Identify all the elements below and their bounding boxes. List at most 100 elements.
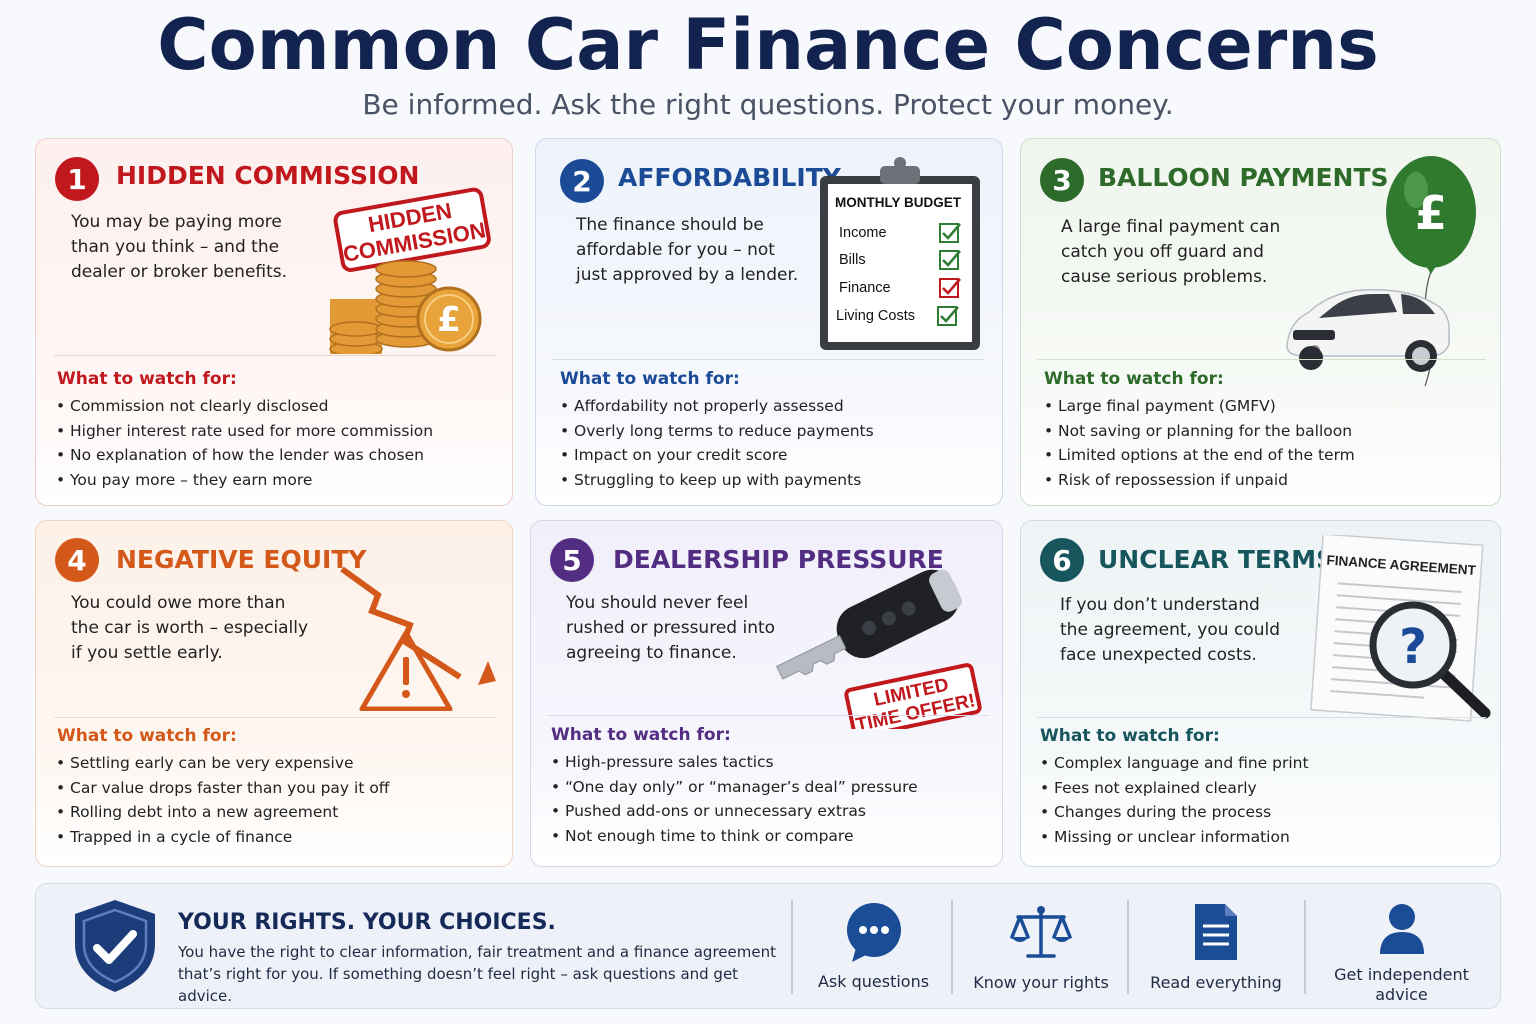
coin-stack-pound-icon: HIDDEN COMMISSION £ xyxy=(329,187,491,354)
card-number: 4 xyxy=(55,538,99,582)
list-item: Trapped in a cycle of finance xyxy=(56,825,390,850)
car-key-icon: LIMITED TIME OFFER! xyxy=(775,569,982,729)
document-magnifier-icon: FINANCE AGREEMENT ? xyxy=(1310,535,1491,722)
clipboard-row: Living Costs xyxy=(836,308,915,324)
list-item: Affordability not properly assessed xyxy=(560,394,874,419)
divider xyxy=(54,355,496,356)
action-label: Read everything xyxy=(1150,973,1282,992)
card-title: NEGATIVE EQUITY xyxy=(116,545,367,574)
list-item: You pay more – they earn more xyxy=(56,468,433,493)
card-description: You should never feel rushed or pressure… xyxy=(566,593,776,663)
list-item: Car value drops faster than you pay it o… xyxy=(56,776,390,801)
watch-list: Settling early can be very expensive Car… xyxy=(56,751,390,849)
downward-arrow-warning-icon xyxy=(340,566,496,711)
card-balloon-payments: 3 BALLOON PAYMENTS A large final payment… xyxy=(1020,138,1501,506)
action-know-your-rights[interactable]: Know your rights xyxy=(961,904,1121,993)
rights-text: You have the right to clear information,… xyxy=(178,943,776,1005)
list-item: Commission not clearly disclosed xyxy=(56,394,433,419)
list-item: Complex language and fine print xyxy=(1040,751,1309,776)
card-number: 5 xyxy=(550,538,594,582)
scales-icon xyxy=(1010,906,1072,958)
speech-bubble-icon xyxy=(846,903,901,962)
svg-text:£: £ xyxy=(437,300,461,340)
watch-heading: What to watch for: xyxy=(551,725,731,745)
card-unclear-terms: 6 UNCLEAR TERMS If you don’t understand … xyxy=(1020,520,1501,867)
list-item: Large final payment (GMFV) xyxy=(1044,394,1355,419)
watch-list: Large final payment (GMFV) Not saving or… xyxy=(1044,394,1355,492)
watch-heading: What to watch for: xyxy=(57,726,237,746)
card-affordability: 2 AFFORDABILITY The finance should be af… xyxy=(535,138,1003,506)
action-label: Ask questions xyxy=(817,972,930,991)
list-item: Struggling to keep up with payments xyxy=(560,468,874,493)
card-title: BALLOON PAYMENTS xyxy=(1098,163,1389,192)
watch-list: Commission not clearly disclosed Higher … xyxy=(56,394,433,492)
watch-list: High-pressure sales tactics “One day onl… xyxy=(551,750,918,848)
watch-heading: What to watch for: xyxy=(57,369,237,389)
card-number: 1 xyxy=(55,157,99,201)
divider xyxy=(951,900,953,994)
shield-check-icon xyxy=(75,900,155,992)
card-dealership-pressure: 5 DEALERSHIP PRESSURE You should never f… xyxy=(530,520,1003,867)
person-icon xyxy=(1379,904,1424,954)
page-title: Common Car Finance Concerns xyxy=(157,4,1379,86)
balloon-symbol: £ xyxy=(1415,186,1447,240)
document-icon xyxy=(1195,904,1237,960)
list-item: Fees not explained clearly xyxy=(1040,776,1309,801)
svg-text:?: ? xyxy=(1399,619,1427,675)
list-item: Impact on your credit score xyxy=(560,443,874,468)
action-label: Get independent advice xyxy=(1334,965,1469,1004)
list-item: High-pressure sales tactics xyxy=(551,750,918,775)
action-read-everything[interactable]: Read everything xyxy=(1136,902,1296,993)
list-item: Overly long terms to reduce payments xyxy=(560,419,874,444)
clipboard-budget-icon: MONTHLY BUDGET Income Bills Finance Livi… xyxy=(820,157,980,350)
car-balloon-icon: £ xyxy=(1286,156,1476,387)
clipboard-row: Bills xyxy=(839,252,866,268)
card-title: DEALERSHIP PRESSURE xyxy=(613,545,944,574)
list-item: Limited options at the end of the term xyxy=(1044,443,1355,468)
list-item: Missing or unclear information xyxy=(1040,825,1309,850)
list-item: No explanation of how the lender was cho… xyxy=(56,443,433,468)
card-title: UNCLEAR TERMS xyxy=(1098,545,1335,574)
list-item: “One day only” or “manager’s deal” press… xyxy=(551,775,918,800)
watch-list: Complex language and fine print Fees not… xyxy=(1040,751,1309,849)
divider xyxy=(1037,717,1486,718)
card-number: 2 xyxy=(560,159,604,203)
card-description: You could owe more than the car is worth… xyxy=(71,593,309,663)
card-description: The finance should be affordable for you… xyxy=(576,215,799,285)
card-number: 3 xyxy=(1040,158,1084,202)
clipboard-row: Income xyxy=(839,225,887,241)
card-description: A large final payment can catch you off … xyxy=(1061,217,1281,287)
watch-heading: What to watch for: xyxy=(560,369,740,389)
list-item: Not enough time to think or compare xyxy=(551,824,918,849)
action-ask-questions[interactable]: Ask questions xyxy=(801,902,946,992)
rights-banner: YOUR RIGHTS. YOUR CHOICES. You have the … xyxy=(35,883,1501,1009)
divider xyxy=(1037,359,1486,360)
divider xyxy=(547,715,989,716)
rights-title: YOUR RIGHTS. YOUR CHOICES. xyxy=(178,910,556,935)
divider xyxy=(552,359,984,360)
list-item: Changes during the process xyxy=(1040,800,1309,825)
divider xyxy=(1304,900,1306,994)
card-title: AFFORDABILITY xyxy=(618,163,841,192)
card-description: You may be paying more than you think – … xyxy=(71,212,288,282)
action-label: Know your rights xyxy=(973,973,1109,992)
list-item: Rolling debt into a new agreement xyxy=(56,800,390,825)
list-item: Higher interest rate used for more commi… xyxy=(56,419,433,444)
list-item: Risk of repossession if unpaid xyxy=(1044,468,1355,493)
divider xyxy=(54,717,496,718)
card-description: If you don’t understand the agreement, y… xyxy=(1060,595,1280,665)
divider xyxy=(791,900,793,994)
card-hidden-commission: 1 HIDDEN COMMISSION You may be paying mo… xyxy=(35,138,513,506)
card-negative-equity: 4 NEGATIVE EQUITY You could owe more tha… xyxy=(35,520,513,867)
page-subtitle: Be informed. Ask the right questions. Pr… xyxy=(362,88,1174,121)
card-number: 6 xyxy=(1040,538,1084,582)
watch-list: Affordability not properly assessed Over… xyxy=(560,394,874,492)
divider xyxy=(1127,900,1129,994)
clipboard-row: Finance xyxy=(839,280,891,296)
watch-heading: What to watch for: xyxy=(1044,369,1224,389)
list-item: Settling early can be very expensive xyxy=(56,751,390,776)
list-item: Not saving or planning for the balloon xyxy=(1044,419,1355,444)
clipboard-heading: MONTHLY BUDGET xyxy=(835,195,962,210)
watch-heading: What to watch for: xyxy=(1040,726,1220,746)
action-get-independent-advice[interactable]: Get independent advice xyxy=(1314,902,1489,1005)
